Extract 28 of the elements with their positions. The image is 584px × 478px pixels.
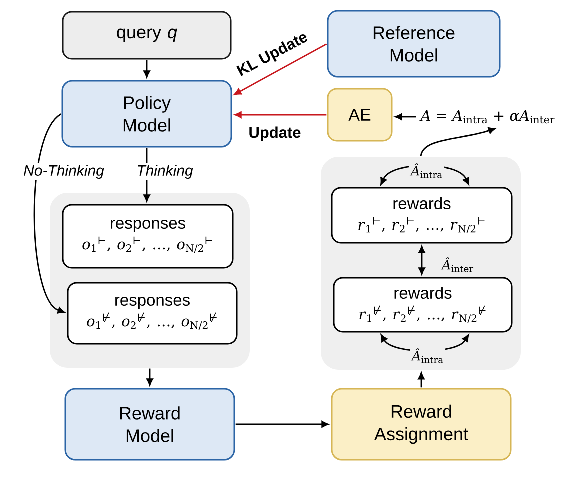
arrow bbox=[234, 112, 327, 118]
arrow bbox=[146, 368, 154, 386]
edge-label: Update bbox=[247, 125, 303, 143]
reward-box: rewards r$_{1}$$^{⊢}$, r$_{2}$$^{⊢}$, …, r$_{N/2}$⊢ bbox=[331, 187, 513, 244]
edge-label: Thinking bbox=[135, 164, 195, 180]
model-box: Reward Model bbox=[64, 388, 236, 461]
edge-label: Â$_{inter}$ bbox=[440, 256, 476, 274]
reward-box: rewards r$_{1}$$^{⊬}$, r$_{2}$$^{⊬}$, …, r$_{N/2}$⊬ bbox=[333, 277, 513, 333]
arrow bbox=[144, 148, 150, 202]
arrow bbox=[395, 114, 416, 120]
double-arrow bbox=[418, 246, 426, 275]
edge-label: No-Thinking bbox=[22, 164, 106, 180]
process-box: AE bbox=[327, 88, 393, 142]
edge-label: Â$_{intra}$ bbox=[410, 347, 446, 365]
model-box: Reference Model bbox=[327, 10, 501, 78]
query-box: query q bbox=[62, 11, 232, 60]
curved-arrow bbox=[420, 127, 496, 156]
process-box: Reward Assignment bbox=[331, 388, 512, 461]
edge-label: Â$_{intra}$ bbox=[409, 162, 445, 180]
formula-text: A = A$_{intra}$ + αA$_{inter}$ bbox=[420, 110, 555, 124]
arrow bbox=[418, 372, 425, 388]
model-box: Policy Model bbox=[62, 80, 232, 148]
arrow bbox=[144, 60, 150, 78]
arrow bbox=[236, 421, 329, 428]
response-box: responses o$_{1}$$^{⊬}$, o$_{2}$$^{⊬}$, …, o$_{N/2}$⊬ bbox=[67, 282, 238, 345]
curved-arrow bbox=[34, 114, 66, 314]
arrow bbox=[234, 44, 328, 96]
response-box: responses o$_{1}$$^{⊢}$, o$_{2}$$^{⊢}$, …, o$_{N/2}$⊢ bbox=[62, 204, 234, 269]
